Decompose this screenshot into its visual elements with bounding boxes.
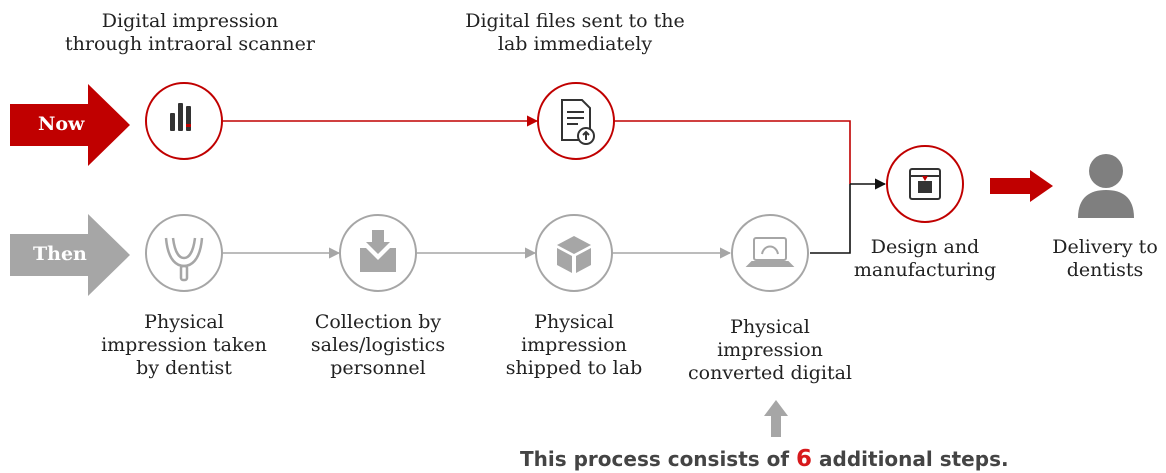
download-box-icon [360,230,396,272]
footer-number: 6 [796,446,813,472]
then-line-4 [810,184,851,254]
up-arrow-head [764,400,788,416]
dental-tray-icon [164,237,204,282]
files-node [537,82,615,160]
footer-after: additional steps. [812,447,1009,471]
shipped-label: Physical impression shipped to lab [505,311,643,379]
delivery-label: Delivery to dentists [1052,236,1158,281]
files-sent-label: Digital files sent to the lab immediatel… [465,10,685,55]
now-arrow [10,84,130,166]
now-line-2 [614,120,851,184]
delivery-arrow [990,170,1053,202]
then-label: Then [33,243,87,265]
package-icon [557,236,591,273]
then-arrow [10,214,130,296]
footer-before: This process consists of [520,447,797,471]
document-upload-icon [561,99,595,145]
3d-printer-icon [909,168,941,200]
laptop-icon [745,237,795,267]
design-label: Design and manufacturing [853,236,997,281]
collection-label: Collection by sales/logistics personnel [310,311,446,379]
tray-node [145,214,223,292]
intraoral-scanner-icon [170,103,191,131]
footer-note: This process consists of 6 additional st… [520,446,1080,472]
now-label: Now [38,113,85,135]
converted-label: Physical impression converted digital [688,316,852,384]
physical-taken-label: Physical impression taken by dentist [101,311,267,379]
scanner-label: Digital impression through intraoral sca… [65,10,315,55]
laptop-node [731,214,809,292]
scanner-node [145,82,223,160]
person-icon [1078,154,1134,218]
up-arrow-shaft [771,414,781,437]
